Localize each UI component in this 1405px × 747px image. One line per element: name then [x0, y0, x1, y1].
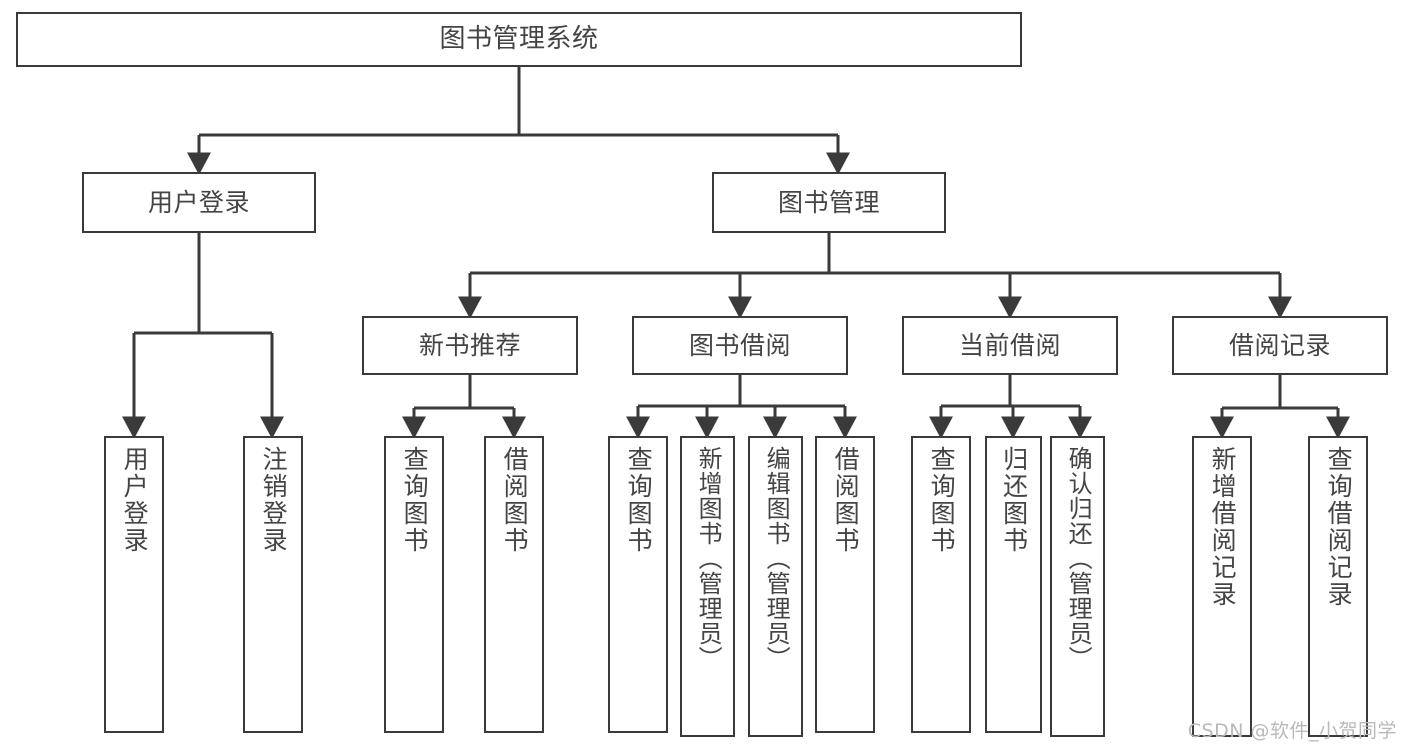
- node-leaf-borrow-record-query-label: 查询借阅记录: [1324, 446, 1354, 608]
- node-book-borrow-label: 图书借阅: [688, 330, 791, 360]
- node-current-borrow[interactable]: 当前借阅: [902, 316, 1118, 375]
- node-root-system[interactable]: 图书管理系统: [16, 12, 1022, 67]
- node-leaf-book-borrow-borrow-label: 借阅图书: [831, 446, 861, 554]
- node-leaf-user-login-login[interactable]: 用户登录: [104, 436, 164, 733]
- node-leaf-borrow-record-add[interactable]: 新增借阅记录: [1192, 436, 1252, 737]
- node-leaf-book-borrow-borrow[interactable]: 借阅图书: [815, 436, 875, 733]
- node-leaf-book-borrow-add-label: 新增图书（管理员）: [694, 446, 723, 671]
- node-borrow-record-label: 借阅记录: [1228, 330, 1331, 360]
- node-leaf-borrow-record-query[interactable]: 查询借阅记录: [1308, 436, 1368, 737]
- node-leaf-user-login-logout-label: 注销登录: [259, 446, 289, 554]
- node-new-book-recommend[interactable]: 新书推荐: [362, 316, 578, 375]
- node-leaf-current-borrow-confirm[interactable]: 确认归还（管理员）: [1050, 436, 1105, 737]
- node-current-borrow-label: 当前借阅: [958, 330, 1061, 360]
- node-leaf-current-borrow-return[interactable]: 归还图书: [985, 436, 1042, 733]
- node-leaf-book-borrow-add[interactable]: 新增图书（管理员）: [680, 436, 735, 737]
- node-user-login[interactable]: 用户登录: [82, 172, 316, 233]
- node-leaf-new-book-borrow-label: 借阅图书: [500, 446, 530, 554]
- node-leaf-new-book-query-label: 查询图书: [400, 446, 430, 554]
- node-leaf-current-borrow-query-label: 查询图书: [927, 446, 957, 554]
- node-leaf-book-borrow-edit[interactable]: 编辑图书（管理员）: [748, 436, 803, 737]
- node-leaf-current-borrow-confirm-label: 确认归还（管理员）: [1064, 446, 1093, 671]
- csdn-watermark: CSDN @软件_小贺同学: [1187, 720, 1397, 742]
- node-leaf-book-borrow-query[interactable]: 查询图书: [608, 436, 668, 733]
- node-leaf-user-login-login-label: 用户登录: [120, 446, 150, 554]
- node-book-borrow[interactable]: 图书借阅: [632, 316, 848, 375]
- node-leaf-book-borrow-edit-label: 编辑图书（管理员）: [762, 446, 791, 671]
- node-leaf-book-borrow-query-label: 查询图书: [624, 446, 654, 554]
- node-leaf-current-borrow-return-label: 归还图书: [999, 446, 1029, 554]
- node-leaf-new-book-query[interactable]: 查询图书: [384, 436, 444, 733]
- node-book-management-label: 图书管理: [777, 187, 880, 217]
- node-book-management[interactable]: 图书管理: [712, 172, 946, 233]
- node-borrow-record[interactable]: 借阅记录: [1172, 316, 1388, 375]
- node-leaf-new-book-borrow[interactable]: 借阅图书: [484, 436, 544, 733]
- node-leaf-user-login-logout[interactable]: 注销登录: [243, 436, 303, 733]
- node-leaf-current-borrow-query[interactable]: 查询图书: [911, 436, 971, 733]
- node-leaf-borrow-record-add-label: 新增借阅记录: [1208, 446, 1238, 608]
- node-user-login-label: 用户登录: [147, 187, 250, 217]
- node-new-book-recommend-label: 新书推荐: [418, 330, 521, 360]
- node-root-system-label: 图书管理系统: [439, 23, 599, 54]
